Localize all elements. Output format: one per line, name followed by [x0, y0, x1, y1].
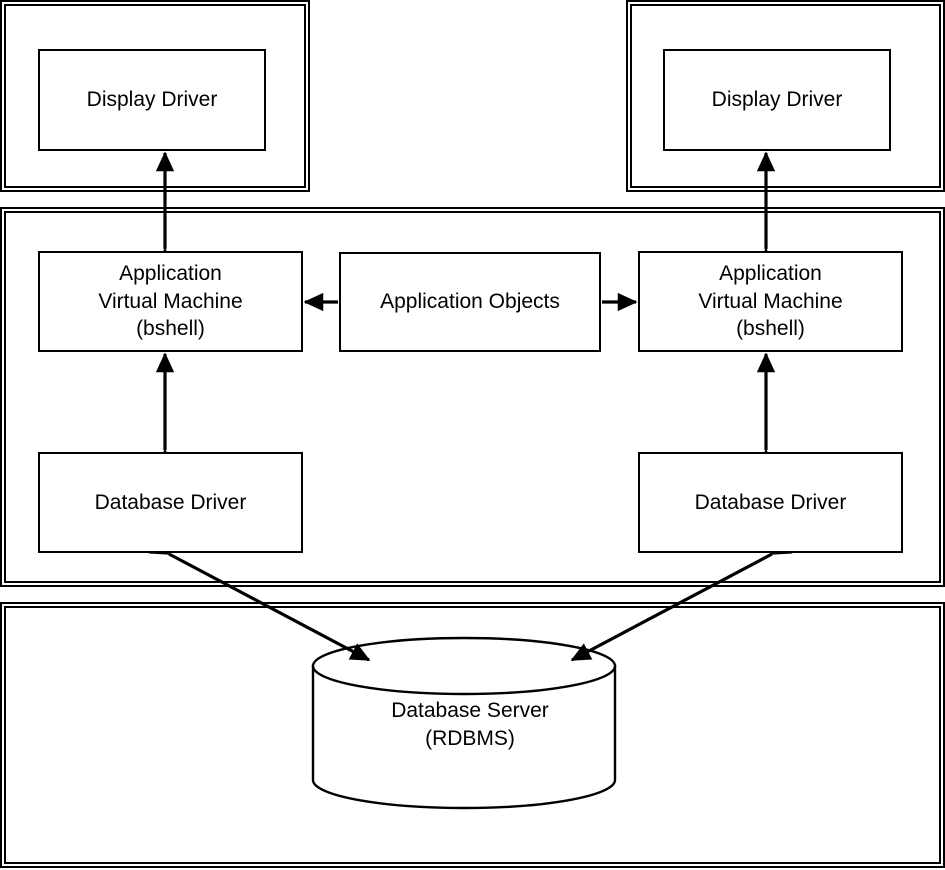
- database-server-cylinder: [311, 636, 617, 810]
- connector-db-driver-right-database-server: [570, 537, 793, 662]
- connector-db-driver-left-database-server: [148, 537, 371, 662]
- node-application-objects: Application Objects: [339, 252, 601, 352]
- node-database-driver-right: Database Driver: [638, 452, 903, 553]
- node-display-driver-left: Display Driver: [38, 49, 266, 151]
- node-display-driver-right: Display Driver: [663, 49, 891, 151]
- node-application-virtual-machine-left: Application Virtual Machine (bshell): [38, 251, 303, 352]
- node-application-virtual-machine-right: Application Virtual Machine (bshell): [638, 251, 903, 352]
- node-database-driver-left: Database Driver: [38, 452, 303, 553]
